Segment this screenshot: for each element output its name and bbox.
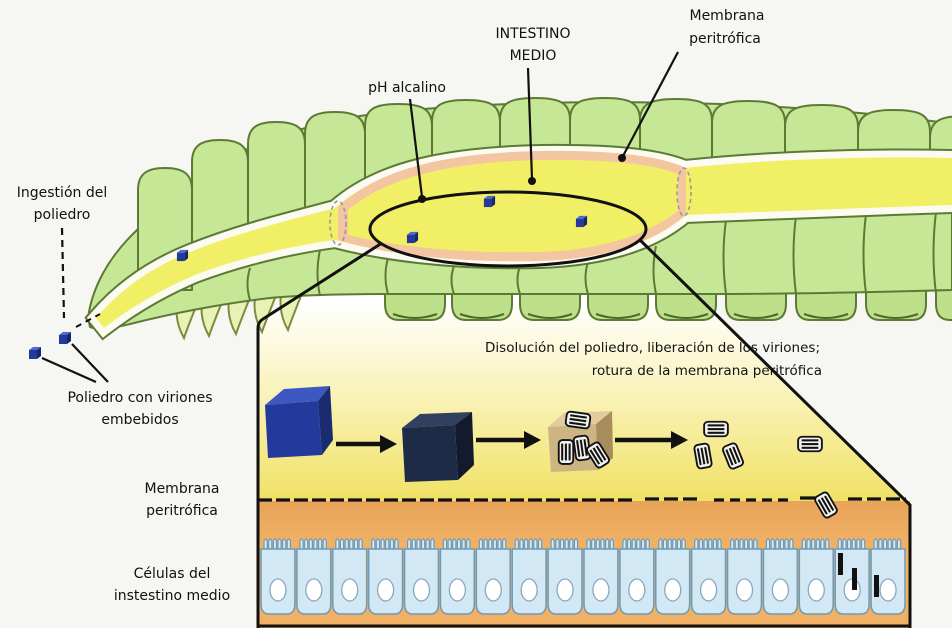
polyhedron-label-line2: embebidos bbox=[101, 412, 178, 428]
cell-nucleus bbox=[629, 579, 645, 601]
epithelial-cell bbox=[692, 539, 726, 614]
polyhedron-dissolving bbox=[402, 412, 474, 482]
cell-nucleus bbox=[270, 579, 286, 601]
inset-membrane-label-line1: Membrana bbox=[144, 481, 219, 497]
dissolution-label-line1: Disolución del poliedro, liberación de l… bbox=[485, 340, 820, 356]
midgut-wall-inset bbox=[258, 498, 910, 628]
polyhedron-label-line1: Poliedro con viriones bbox=[67, 390, 212, 406]
membrane-label-line2: peritrófica bbox=[689, 31, 761, 47]
cell-nucleus bbox=[772, 579, 788, 601]
epithelial-cell bbox=[333, 539, 367, 614]
polyhedron-icon bbox=[177, 250, 188, 261]
cell-nucleus bbox=[521, 579, 537, 601]
polyhedron-icon bbox=[484, 196, 495, 207]
virion-icon bbox=[565, 411, 591, 429]
ingestion-label-line1: Ingestión del bbox=[17, 185, 107, 201]
cell-nucleus bbox=[880, 579, 896, 601]
virion-in-cell bbox=[874, 575, 879, 597]
midgut-leader-dot bbox=[528, 177, 536, 185]
epithelial-cell bbox=[728, 539, 762, 614]
polyhedron-icon bbox=[59, 332, 71, 344]
polyhedron-icon bbox=[407, 232, 418, 243]
midgut-label-line2: MEDIO bbox=[510, 48, 557, 64]
virion-icon bbox=[798, 437, 822, 451]
cell-nucleus bbox=[485, 579, 501, 601]
midgut-label-line1: INTESTINO bbox=[495, 26, 570, 42]
virion-in-cell bbox=[838, 553, 843, 575]
ph-label: pH alcalino bbox=[368, 80, 446, 96]
virion-icon bbox=[694, 443, 712, 469]
cells-label-line1: Células del bbox=[134, 566, 211, 582]
epithelial-cell bbox=[656, 539, 690, 614]
dissolution-label-line2: rotura de la membrana peritrófica bbox=[592, 363, 822, 379]
virion-icon bbox=[704, 422, 728, 436]
cell-nucleus bbox=[378, 579, 394, 601]
cell-nucleus bbox=[449, 579, 465, 601]
cell-nucleus bbox=[701, 579, 717, 601]
epithelial-cell bbox=[512, 539, 546, 614]
inset-membrane-label-line2: peritrófica bbox=[146, 503, 218, 519]
cell-nucleus bbox=[342, 579, 358, 601]
epithelial-cell bbox=[548, 539, 582, 614]
cell-nucleus bbox=[808, 579, 824, 601]
cell-nucleus bbox=[665, 579, 681, 601]
ph-leader-dot bbox=[418, 195, 426, 203]
cells-label-line2: instestino medio bbox=[114, 588, 230, 604]
membrane-label-line1: Membrana bbox=[689, 8, 764, 24]
polyhedron-icon bbox=[29, 347, 41, 359]
epithelial-cell bbox=[261, 539, 295, 614]
epithelial-cell bbox=[799, 539, 833, 614]
epithelial-cell bbox=[763, 539, 797, 614]
virion-in-cell bbox=[852, 568, 857, 590]
cell-nucleus bbox=[306, 579, 322, 601]
epithelial-cell bbox=[369, 539, 403, 614]
epithelial-cell bbox=[620, 539, 654, 614]
epithelial-cell bbox=[476, 539, 510, 614]
ingestion-label-line2: poliedro bbox=[34, 207, 91, 223]
cell-nucleus bbox=[737, 579, 753, 601]
polyhedron-intact bbox=[265, 386, 333, 458]
cell-nucleus bbox=[593, 579, 609, 601]
membrane-leader-dot bbox=[618, 154, 626, 162]
cell-nucleus bbox=[557, 579, 573, 601]
cell-nucleus bbox=[414, 579, 430, 601]
epithelial-cell bbox=[405, 539, 439, 614]
epithelial-cell bbox=[584, 539, 618, 614]
virion-icon bbox=[559, 440, 573, 464]
epithelial-cell bbox=[297, 539, 331, 614]
polyhedron-icon bbox=[576, 216, 587, 227]
epithelial-cell bbox=[440, 539, 474, 614]
polyhedron-releasing-virions bbox=[548, 411, 613, 472]
